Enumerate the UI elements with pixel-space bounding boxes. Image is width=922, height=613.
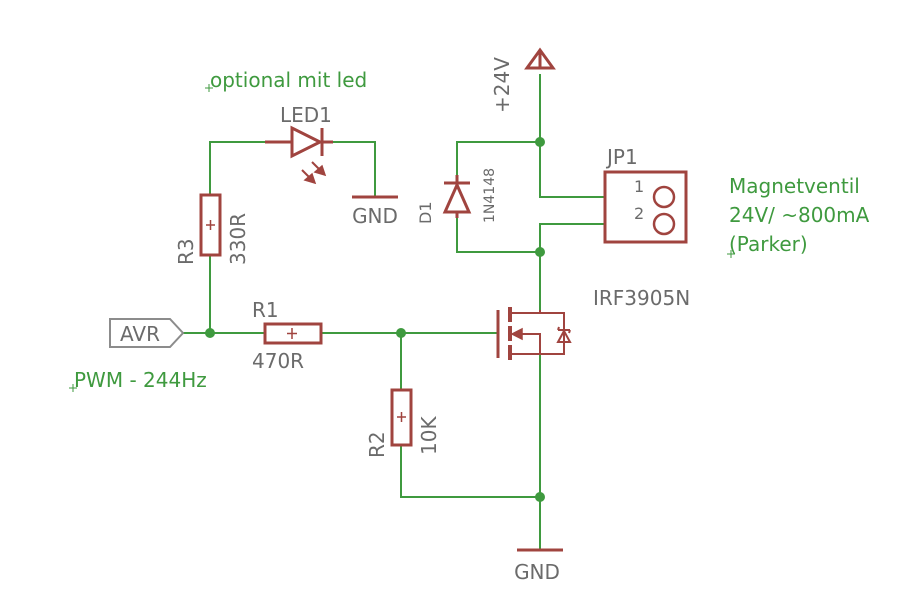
wire-d1-top: [456, 141, 541, 176]
wire-r2-bottom: [400, 444, 541, 498]
note-valve-line1: Magnetventil: [729, 174, 860, 198]
note-valve-line3: (Parker): [729, 232, 808, 256]
jp1-pin2: 2: [634, 204, 644, 223]
jp1: JP1 1 2: [603, 145, 688, 244]
mosfet-q1: IRF3905N: [496, 286, 690, 360]
junction-supply: [535, 137, 545, 147]
r3-value: 330R: [226, 213, 250, 265]
notes: optional mit led PWM - 244Hz Magnetventi…: [69, 68, 870, 392]
gnd-main-label: GND: [514, 560, 560, 584]
jp1-name: JP1: [605, 145, 638, 169]
note-valve-line2: 24V/ ~800mA: [729, 203, 870, 227]
junction-drain: [535, 247, 545, 257]
r3: R3 330R: [174, 193, 250, 265]
r3-name: R3: [174, 238, 198, 265]
gnd-led-symbol: GND: [352, 195, 398, 228]
wire-led-left: [209, 141, 266, 196]
wire-jp1-pin2: [539, 223, 606, 311]
r2-value: 10K: [417, 416, 441, 455]
supply-symbol: +24V: [490, 47, 556, 113]
avr-net-label: AVR: [109, 318, 185, 348]
led1: LED1: [265, 103, 333, 185]
supply-label: +24V: [490, 57, 514, 113]
r2: R2 10K: [365, 388, 441, 458]
avr-label: AVR: [120, 322, 160, 346]
junction-r2: [396, 328, 406, 338]
gnd-led-label: GND: [352, 204, 398, 228]
q1-value: IRF3905N: [593, 286, 690, 310]
gnd-main-symbol: GND: [514, 548, 563, 584]
d1-name: D1: [416, 202, 435, 225]
note-pwm: PWM - 244Hz: [74, 368, 207, 392]
wire-d1-bottom: [456, 217, 541, 253]
d1: D1 1N4148: [416, 168, 498, 224]
note-led-optional: optional mit led: [210, 68, 367, 92]
junction-gnd: [535, 492, 545, 502]
r1-name: R1: [252, 298, 279, 322]
junctions: [205, 137, 545, 502]
r2-name: R2: [365, 431, 389, 458]
wires: [182, 74, 606, 551]
wire-led-right: [332, 141, 376, 198]
junction-avr: [205, 328, 215, 338]
d1-value: 1N4148: [482, 168, 498, 223]
led1-name: LED1: [280, 103, 332, 127]
r1: R1 470R: [252, 298, 323, 373]
wire-supply: [539, 74, 606, 198]
jp1-pin1: 1: [634, 177, 644, 196]
r1-value: 470R: [252, 349, 304, 373]
